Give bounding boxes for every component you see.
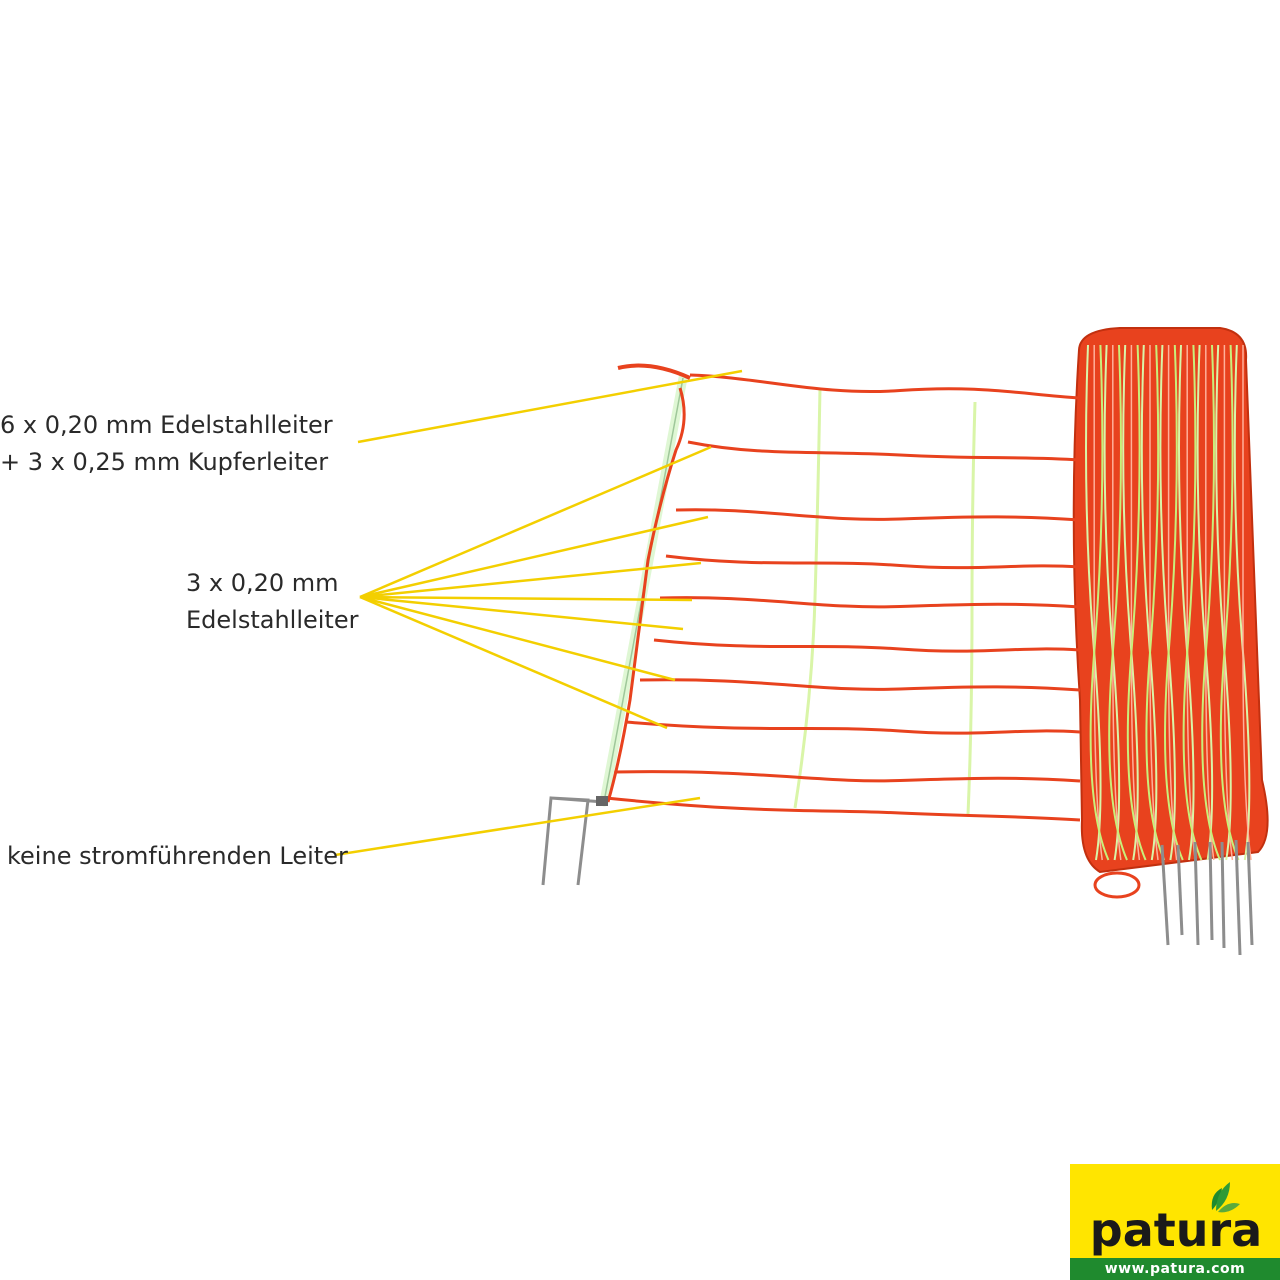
bottom-conductor-label: keine stromführenden Leiter xyxy=(7,838,348,875)
roll-strand xyxy=(1201,344,1221,861)
patura-logo: patura www.patura.com xyxy=(1070,1164,1280,1280)
conductor-wire xyxy=(687,440,1081,462)
conductor-wire xyxy=(639,678,1081,692)
callout-lines xyxy=(334,369,743,857)
roll-strand xyxy=(1233,344,1251,861)
conductor-wires xyxy=(605,373,1081,822)
roll-strand xyxy=(1196,344,1214,861)
roll-strand xyxy=(1178,344,1195,861)
logo-url: www.patura.com xyxy=(1070,1258,1280,1280)
vertical-struts xyxy=(793,387,977,816)
middle-conductor-label: 3 x 0,20 mm Edelstahlleiter xyxy=(186,565,358,639)
conductor-wire xyxy=(653,638,1081,653)
roll-strand xyxy=(1182,344,1203,861)
conductor-wire xyxy=(659,596,1081,609)
middle-conductor-label-line2: Edelstahlleiter xyxy=(186,606,359,634)
roll-strand xyxy=(1108,344,1128,861)
roll-strand xyxy=(1164,344,1184,861)
roll-strand xyxy=(1215,344,1232,861)
fence-post xyxy=(541,363,691,886)
rolled-net xyxy=(1072,327,1269,956)
conductor-wire xyxy=(613,770,1081,783)
top-conductor-label: 6 x 0,20 mm Edelstahlleiter + 3 x 0,25 m… xyxy=(0,407,333,481)
middle-conductor-label-line1: 3 x 0,20 mm xyxy=(186,569,339,597)
roll-strand xyxy=(1103,344,1121,861)
roll-strand xyxy=(1145,344,1166,861)
conductor-wire xyxy=(675,508,1081,522)
roll-strand xyxy=(1122,344,1139,861)
top-conductor-label-line2: + 3 x 0,25 mm Kupferleiter xyxy=(0,448,329,476)
top-conductor-label-line1: 6 x 0,20 mm Edelstahlleiter xyxy=(0,411,333,439)
roll-strand xyxy=(1159,344,1176,861)
conductor-wire xyxy=(605,796,1081,822)
svg-text:patura: patura xyxy=(1090,1203,1262,1257)
conductor-wire xyxy=(625,720,1081,735)
roll-strand xyxy=(1089,344,1110,861)
leaf-icon xyxy=(1211,1182,1240,1213)
bottom-conductor-label-line1: keine stromführenden Leiter xyxy=(7,842,348,870)
roll-strand xyxy=(1126,344,1147,861)
conductor-wire xyxy=(665,554,1081,570)
conductor-wire xyxy=(689,373,1081,400)
roll-strand xyxy=(1085,344,1102,861)
roll-strand xyxy=(1242,344,1252,861)
logo-wordmark: patura xyxy=(1090,1182,1262,1257)
roll-strand xyxy=(1140,344,1158,861)
roll-strand xyxy=(1219,344,1240,861)
